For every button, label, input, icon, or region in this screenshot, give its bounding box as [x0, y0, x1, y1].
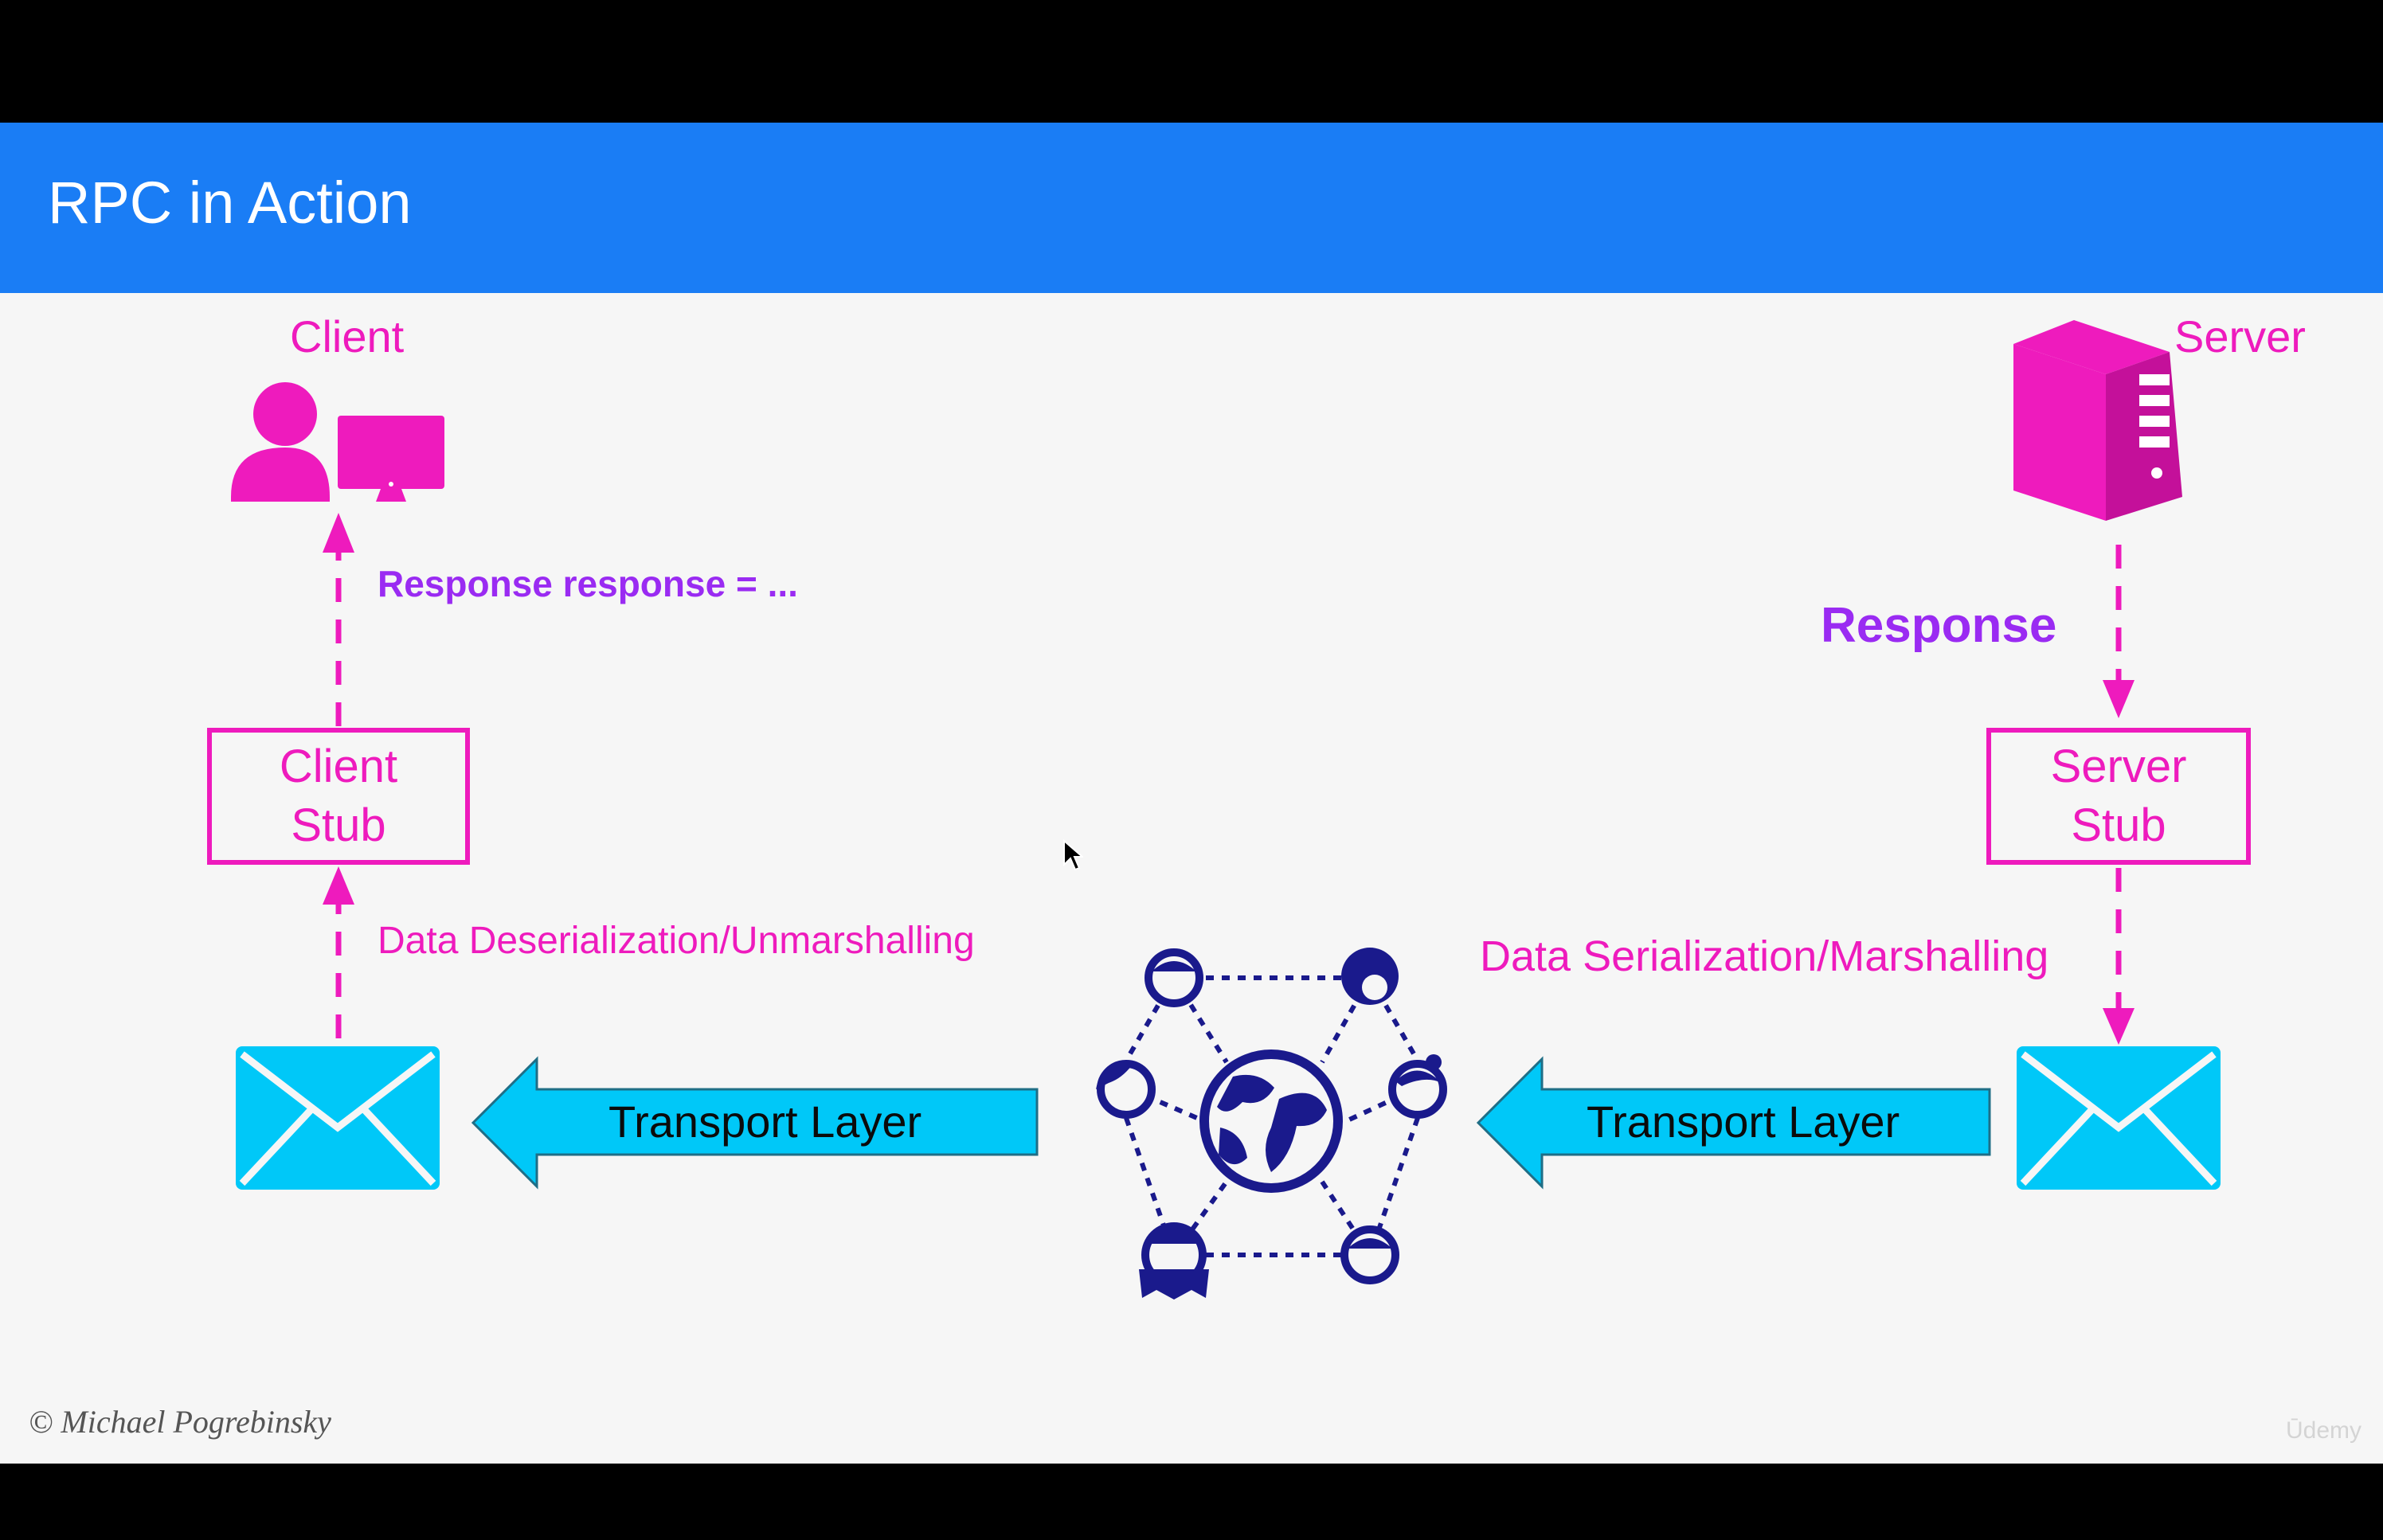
diagram-canvas — [231, 320, 2221, 1300]
arrow-server-to-server-stub — [2103, 545, 2135, 718]
arrow-server-stub-to-envelope — [2103, 868, 2135, 1045]
transport-layer-label-right: Transport Layer — [1587, 1096, 1900, 1147]
arrow-envelope-to-client-stub — [323, 866, 354, 1038]
response-code-label: Response response = ... — [378, 563, 798, 604]
slide-header: RPC in Action — [0, 123, 2383, 293]
serialization-label: Data Serialization/Marshalling — [1480, 932, 2049, 980]
server-stub-line2: Stub — [2071, 799, 2166, 851]
server-tower-icon — [2013, 320, 2182, 521]
slide-title: RPC in Action — [48, 170, 412, 236]
client-stub-line1: Client — [279, 741, 398, 792]
user-with-monitor-icon — [231, 382, 444, 502]
response-label: Response — [1821, 598, 2057, 653]
server-stub-line1: Server — [2050, 741, 2187, 792]
global-network-icon — [1096, 948, 1447, 1300]
transport-arrow-right — [1476, 1056, 1991, 1190]
mouse-cursor-icon — [1063, 839, 1083, 871]
udemy-watermark: Ūdemy — [2286, 1417, 2362, 1444]
transport-arrow-left — [471, 1056, 1039, 1190]
envelope-icon-client — [236, 1046, 440, 1190]
envelope-icon-server — [2017, 1046, 2221, 1190]
deserialization-label: Data Deserialization/Unmarshalling — [378, 920, 975, 962]
server-label: Server — [2174, 311, 2306, 362]
transport-layer-label-left: Transport Layer — [608, 1096, 922, 1147]
copyright-notice: © Michael Pogrebinsky — [29, 1404, 331, 1440]
client-label: Client — [290, 311, 405, 362]
client-stub-line2: Stub — [291, 799, 386, 851]
slide: RPC in Action — [0, 123, 2383, 1464]
arrow-client-stub-to-client — [323, 513, 354, 726]
client-stub-box: Client Stub — [207, 728, 470, 865]
server-stub-box: Server Stub — [1986, 728, 2251, 865]
